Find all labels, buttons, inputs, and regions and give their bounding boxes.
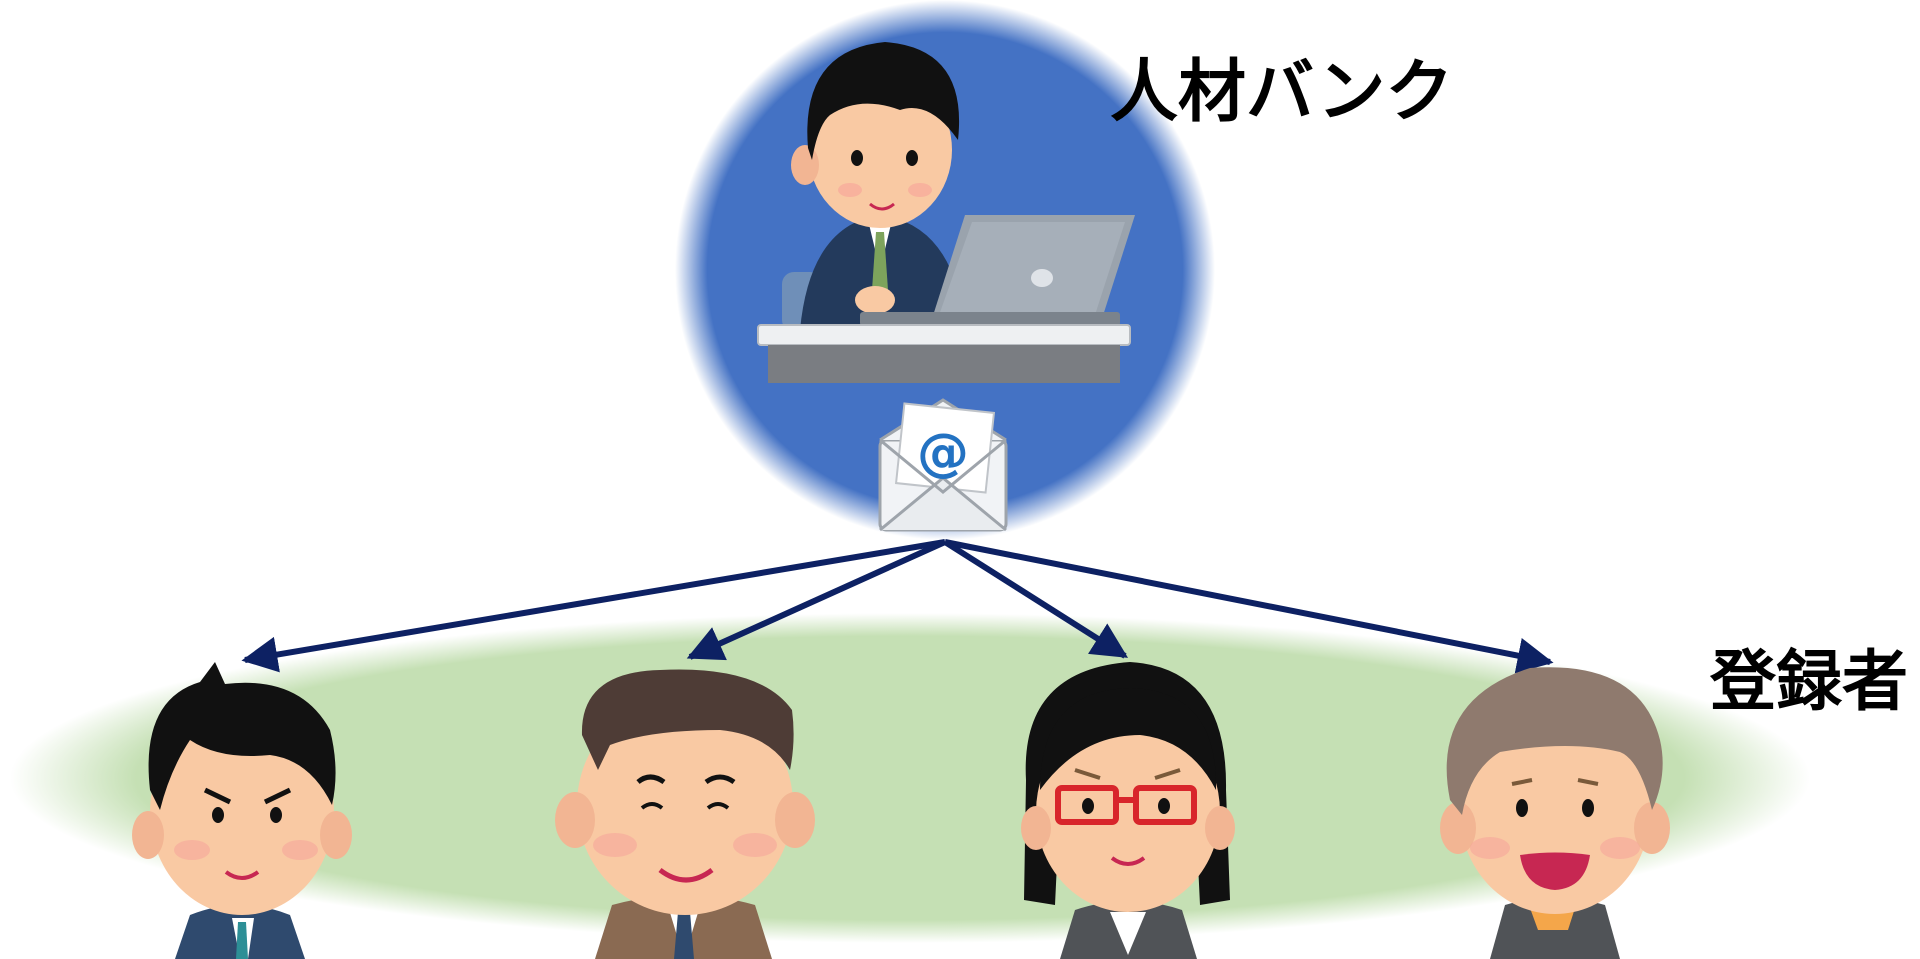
arrow-to-registrant-1 [241,539,946,673]
arrow-to-registrant-3 [943,539,1129,659]
young-man-icon [132,662,352,959]
elderly-man-icon [1440,667,1670,959]
operator-at-laptop-icon [757,42,1135,383]
mail-at-symbol: @ [917,423,969,483]
arrow-to-registrant-2 [686,539,947,661]
arrows [241,539,1554,674]
envelope-mail-icon: @ [878,398,1008,532]
registrants-label: 登録者 [1710,643,1908,720]
middle-aged-man-icon [555,669,815,959]
woman-with-glasses-icon [1021,662,1235,959]
registrant-ellipse [10,613,1810,943]
bank-label: 人材バンク [1110,53,1454,132]
arrow-to-registrant-4 [944,539,1554,674]
